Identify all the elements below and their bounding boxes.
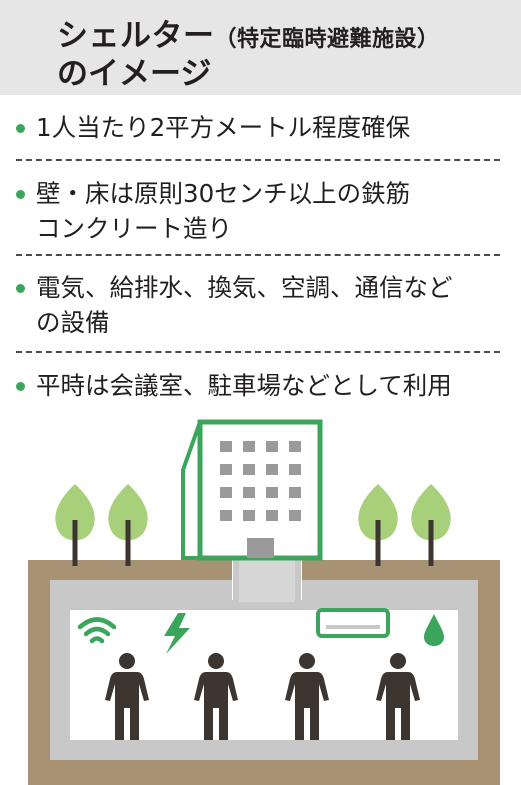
person-icon: [194, 653, 238, 740]
title-main: シェルター: [57, 18, 215, 54]
separator: [16, 254, 500, 256]
earth-ground: [28, 560, 500, 785]
bullet-item-walls: 壁・床は原則30センチ以上の鉄筋 コンクリート造り: [16, 176, 410, 246]
person-icon: [105, 653, 149, 740]
air-conditioner-icon: [316, 608, 390, 638]
person-icon: [376, 653, 420, 740]
separator: [16, 351, 500, 353]
bullet-item-space: 1人当たり2平方メートル程度確保: [16, 110, 410, 145]
header-banner: シェルター（特定臨時避難施設） のイメージ: [0, 0, 521, 95]
title-paren: （特定臨時避難施設）: [214, 27, 440, 52]
tree-icon: [55, 484, 95, 566]
tree-icon: [108, 484, 148, 566]
bullet-text: 電気、給排水、換気、空調、通信など: [36, 273, 453, 302]
building-icon: [181, 419, 323, 561]
bullet-text: 平時は会議室、駐車場などとして利用: [36, 371, 452, 400]
bullet-dot: [16, 124, 25, 133]
lightning-icon: [164, 613, 190, 654]
person-icon: [285, 653, 329, 740]
title-line-2: のイメージ: [57, 56, 212, 92]
shelter-wall: [50, 580, 478, 760]
shelter-illustration: [28, 419, 500, 785]
bullet-text: 1人当たり2平方メートル程度確保: [36, 113, 411, 142]
separator: [16, 159, 500, 161]
entrance-shaft: [236, 557, 298, 605]
tree-icon: [358, 484, 398, 566]
bullet-text: 壁・床は原則30センチ以上の鉄筋: [36, 179, 411, 208]
bullet-text: コンクリート造り: [36, 214, 232, 243]
bullet-text: の設備: [36, 308, 110, 337]
bullet-item-peacetime-use: 平時は会議室、駐車場などとして利用: [16, 368, 452, 403]
bullet-dot: [16, 382, 25, 391]
water-drop-icon: [424, 614, 444, 646]
bullet-item-equipment: 電気、給排水、換気、空調、通信など の設備: [16, 270, 453, 340]
bullet-dot: [16, 190, 25, 199]
bullet-dot: [16, 284, 25, 293]
wifi-icon: [77, 617, 117, 644]
tree-icon: [411, 484, 451, 566]
page-title: シェルター（特定臨時避難施設）: [57, 10, 440, 55]
